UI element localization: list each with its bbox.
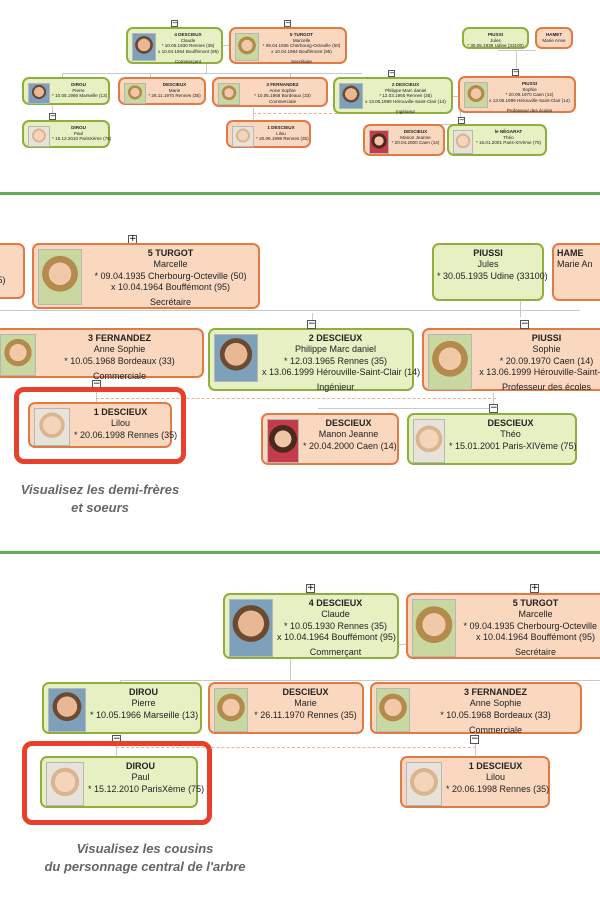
connector — [62, 73, 362, 74]
expand-toggle[interactable]: − — [512, 69, 519, 76]
expand-toggle[interactable]: − — [458, 117, 465, 124]
person-photo — [232, 126, 254, 147]
person-photo — [28, 126, 50, 147]
expand-toggle[interactable]: − — [388, 70, 395, 77]
expand-toggle[interactable]: − — [307, 320, 316, 329]
caption: Visualisez les cousins du personnage cen… — [0, 840, 290, 875]
person-photo — [38, 249, 82, 305]
person-photo — [229, 599, 273, 657]
connector — [520, 301, 521, 317]
person-photo — [428, 334, 472, 390]
highlight-frame — [22, 741, 212, 825]
expand-toggle[interactable]: − — [284, 20, 291, 27]
expand-toggle[interactable]: − — [520, 320, 529, 329]
person-photo — [124, 83, 146, 104]
person-photo — [376, 688, 410, 732]
person-photo — [406, 762, 442, 806]
expand-toggle[interactable]: − — [171, 20, 178, 27]
expand-toggle[interactable]: − — [49, 113, 56, 120]
connector — [318, 408, 494, 409]
person-photo — [28, 83, 50, 104]
expand-toggle[interactable]: + — [530, 584, 539, 593]
person-photo — [48, 688, 86, 732]
person-photo — [339, 83, 363, 109]
expand-toggle[interactable]: − — [489, 404, 498, 413]
connector — [253, 108, 254, 120]
person-photo — [464, 82, 488, 108]
caption: Visualisez les demi-frères et soeurs — [0, 481, 200, 516]
expand-toggle[interactable]: + — [306, 584, 315, 593]
person-photo — [218, 83, 240, 105]
person-photo — [214, 334, 258, 382]
connector — [120, 680, 600, 681]
person-photo — [0, 334, 36, 376]
person-photo — [413, 419, 445, 463]
person-photo — [214, 688, 248, 732]
expand-toggle[interactable]: − — [470, 735, 479, 744]
person-photo — [369, 130, 389, 154]
person-photo — [235, 33, 259, 61]
highlight-frame — [14, 387, 186, 464]
connector — [498, 50, 536, 51]
person-photo — [412, 599, 456, 657]
person-photo — [132, 33, 156, 61]
connector — [0, 310, 580, 311]
person-photo — [267, 419, 299, 463]
person-photo — [453, 130, 473, 154]
person-card[interactable]: (95) — [0, 243, 25, 299]
